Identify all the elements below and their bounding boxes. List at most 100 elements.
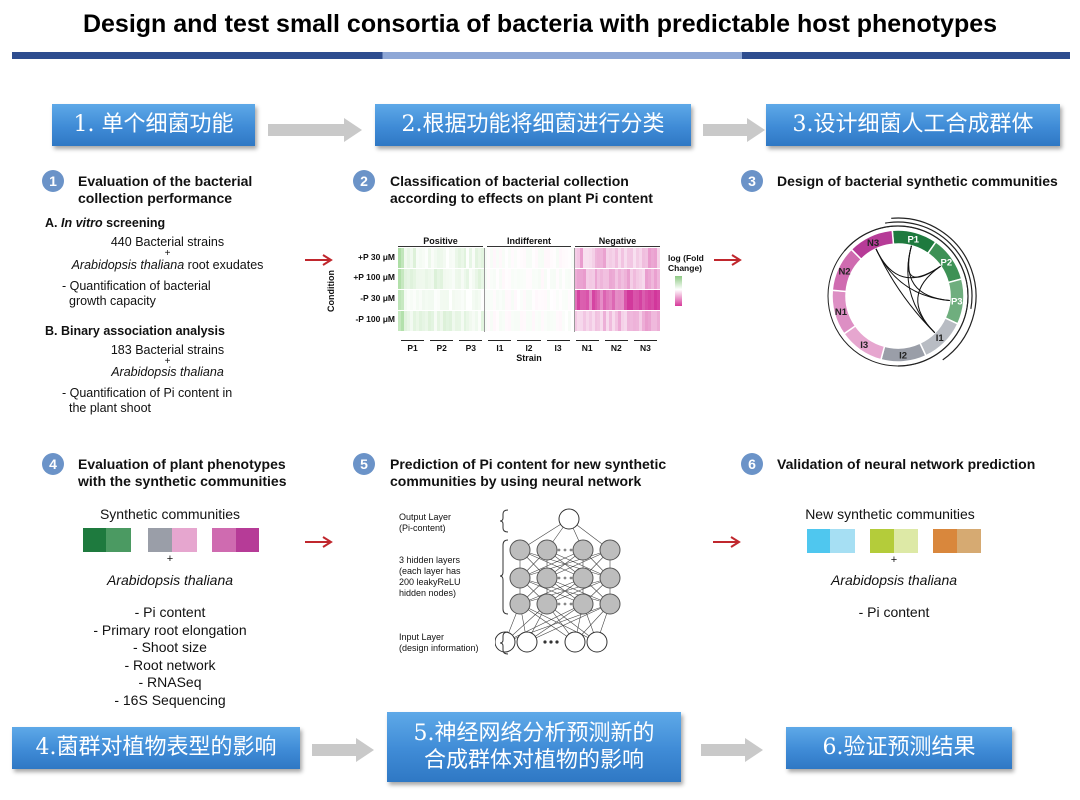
heatmap-cell	[424, 269, 429, 289]
heatmap-group-separator	[484, 248, 486, 332]
community-outer-circle	[827, 225, 969, 367]
heatmap-cell	[496, 248, 500, 268]
heatmap-cell	[508, 290, 512, 310]
heatmap-cell	[508, 269, 512, 289]
step-1-box: 1. 单个细菌功能	[52, 104, 255, 146]
community-chord	[907, 245, 941, 278]
heatmap-cell	[621, 269, 625, 289]
heatmap-cell	[555, 311, 560, 331]
heatmap-cell	[520, 290, 524, 310]
heatmap-cell	[537, 290, 542, 310]
heatmap-cell	[567, 311, 572, 331]
heatmap-cell	[529, 311, 533, 331]
heatmap-cell	[415, 269, 420, 289]
heatmap-cell	[585, 248, 589, 268]
heatmap-cell	[427, 269, 432, 289]
heatmap-cell	[531, 248, 536, 268]
heatmap-x-label: N2	[610, 343, 622, 353]
heatmap-cell	[460, 248, 464, 268]
nn-input-node	[564, 631, 586, 653]
heatmap-cell	[427, 248, 432, 268]
heatmap-cell	[398, 311, 402, 331]
heatmap-cell	[472, 269, 476, 289]
panel-2-heading: Classification of bacterial collection a…	[390, 173, 653, 207]
heatmap-cell	[451, 290, 455, 310]
heatmap-cell	[615, 269, 619, 289]
heatmap-cell	[487, 269, 491, 289]
heatmap-cell	[529, 290, 533, 310]
nn-ellipsis-dot	[563, 602, 567, 606]
nn-hidden-node	[599, 593, 621, 615]
community-segment-label: N2	[838, 267, 850, 278]
section-a-plus: +	[164, 248, 171, 259]
step-2-box: 2.根据功能将细菌进行分类	[375, 104, 691, 146]
nn-ellipsis-dot	[557, 576, 561, 580]
heatmap-cell	[579, 311, 583, 331]
heatmap-cell	[546, 311, 551, 331]
heatmap-cell	[529, 248, 533, 268]
heatmap-cell	[582, 248, 586, 268]
heatmap-cell	[412, 269, 417, 289]
heatmap-cell	[457, 269, 461, 289]
heatmap-cell	[430, 311, 435, 331]
heatmap-cell	[591, 311, 595, 331]
nn-ellipsis-dot	[563, 576, 567, 580]
section-b-q2: the plant shoot	[69, 401, 152, 415]
heatmap-cell	[463, 248, 467, 268]
heatmap-cell	[657, 290, 661, 310]
heatmap-cell	[478, 290, 482, 310]
heatmap-cell	[454, 290, 458, 310]
nn-hidden-node	[536, 567, 558, 589]
swatch-orange-1	[933, 529, 957, 553]
heatmap-cell	[600, 248, 604, 268]
heatmap-cell	[400, 248, 405, 268]
heatmap-cell	[523, 311, 527, 331]
heatmap-cell	[448, 269, 452, 289]
panel-5-heading-line1: Prediction of Pi content for new synthet…	[390, 456, 667, 472]
heatmap-cell	[534, 248, 539, 268]
nn-ellipsis-dot	[557, 602, 561, 606]
nn-ellipsis-dot	[569, 602, 573, 606]
heatmap-cell	[633, 311, 637, 331]
heatmap-cell	[526, 248, 530, 268]
heatmap-cell	[561, 290, 566, 310]
heatmap-cell	[403, 248, 408, 268]
heatmap-cell	[633, 248, 637, 268]
heatmap-cell	[648, 290, 652, 310]
heatmap-row-label-2: -P 30 μM	[360, 293, 395, 303]
heatmap-cell	[594, 269, 598, 289]
heatmap-cell	[561, 311, 566, 331]
heatmap-cell	[657, 311, 661, 331]
heatmap-cell	[588, 269, 592, 289]
heatmap-legend-title: log (Fold Change)	[668, 253, 704, 273]
heatmap-cell	[496, 269, 500, 289]
heatmap-cell	[484, 269, 488, 289]
heatmap-cell	[436, 248, 441, 268]
heatmap-cell	[537, 269, 542, 289]
heatmap-cell	[433, 290, 438, 310]
heatmap-cell	[418, 269, 423, 289]
heatmap-colorbar	[675, 276, 682, 306]
panel-4-host: Arabidopsis thaliana	[106, 572, 234, 588]
swatch-pink-light	[172, 528, 197, 552]
heatmap-cell	[564, 311, 569, 331]
heatmap-cell	[511, 248, 515, 268]
heatmap-cell	[511, 290, 515, 310]
nn-hidden-node	[599, 539, 621, 561]
heatmap-row-label-3: -P 100 μM	[355, 314, 395, 324]
heatmap-cell	[454, 269, 458, 289]
heatmap-cell	[472, 311, 476, 331]
heatmap-cell	[514, 248, 518, 268]
section-b-host: Arabidopsis thaliana	[111, 365, 224, 379]
heatmap-cell	[481, 269, 485, 289]
red-arrow-5-6	[713, 536, 741, 548]
phenotype-item: - RNASeq	[138, 674, 202, 690]
heatmap-cell	[430, 248, 435, 268]
heatmap-cell	[657, 269, 661, 289]
heatmap-cell	[490, 290, 494, 310]
heatmap-cell	[526, 290, 530, 310]
nn-hidden-node	[599, 567, 621, 589]
panel-4-plus: +	[166, 553, 174, 565]
heatmap-cell	[594, 248, 598, 268]
